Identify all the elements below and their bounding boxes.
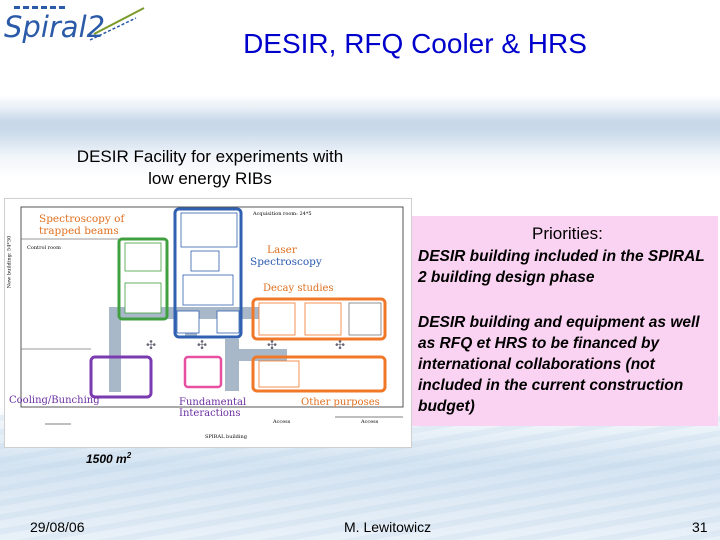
logo-graphic [14,6,145,41]
label-laser: Laser [267,244,297,256]
label-access-1: Access [273,419,291,425]
subtitle-line-1: DESIR Facility for experiments with [76,147,344,166]
label-laser-spectroscopy: Spectroscopy [250,256,322,268]
area-label: 1500 m2 [86,451,131,466]
label-new-building: New building: 54*30 [6,235,13,289]
facility-floor-plan: ✣ ✣ ✣ ✣ Spectroscopy of trapped beams La… [4,198,412,448]
priorities-heading: Priorities: [532,224,603,243]
area-unit-exponent: 2 [126,451,132,460]
spiral2-logo: Spiral2 [4,4,154,48]
footer-date: 29/08/06 [30,519,85,535]
label-other-purposes: Other purposes [301,397,380,408]
slide-title: DESIR, RFQ Cooler & HRS [243,28,587,59]
priorities-box: Priorities: DESIR building included in t… [412,216,718,426]
label-acquisition-room: Acquisition room: 24*5 [253,211,312,217]
priority-item-1: DESIR building included in the SPIRAL 2 … [418,248,705,286]
label-cooling-bunching: Cooling/Bunching [9,395,100,406]
svg-text:✣: ✣ [197,338,207,352]
label-fundamental-interactions: Fundamental Interactions [179,397,247,419]
area-value: 1500 m [86,452,127,466]
svg-text:✣: ✣ [267,338,277,352]
priority-item-2: DESIR building and equipment as well as … [418,314,700,415]
slide-number: 31 [692,519,708,535]
label-access-2: Access [361,419,379,425]
footer-author: M. Lewitowicz [344,519,432,535]
floor-plan-drawing: ✣ ✣ ✣ ✣ [20,206,404,425]
header-swoosh [0,95,720,155]
slide-subtitle: DESIR Facility for experiments with low … [30,146,390,190]
logo-text: Spiral2 [4,10,106,44]
subtitle-line-2: low energy RIBs [148,169,272,188]
label-spiral-building: SPIRAL building [205,434,247,440]
label-decay-studies: Decay studies [263,283,334,294]
svg-text:✣: ✣ [146,338,156,352]
label-trapped-beams: Spectroscopy of trapped beams [39,213,125,237]
svg-text:✣: ✣ [335,338,345,352]
label-control-room: Control room [27,245,61,251]
